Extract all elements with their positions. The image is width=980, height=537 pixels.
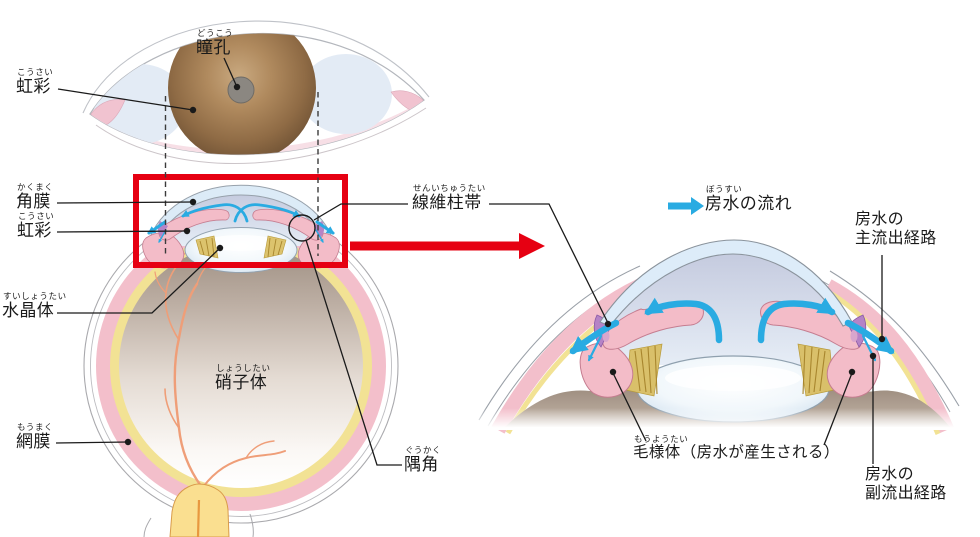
label-retina: もうまく 網膜 (16, 422, 54, 451)
label-main-outflow: 房水の 主流出経路 (855, 211, 937, 247)
leader-trabecular-right (489, 203, 609, 324)
sclera-tint-left (94, 64, 186, 144)
zoom-arrow (350, 233, 545, 259)
anterior-chamber-cs (158, 195, 324, 246)
upper-eyelid-crease (82, 20, 430, 114)
aqueous-flow-arrows-cs (147, 203, 335, 243)
leader-dots (124, 83, 886, 446)
leader-angle (305, 239, 402, 466)
optic-sheath-line-right (249, 513, 254, 537)
leader-lens (57, 247, 221, 314)
zonule-fibers (625, 343, 835, 397)
label-vitreous: しょうしたい 硝子体 (215, 363, 271, 392)
label-ciliary-body: もうようたい 毛様体（房水が産生される） (633, 434, 840, 461)
sclera-tint-right (300, 54, 392, 134)
pupil (227, 76, 255, 104)
projection-lines (164, 92, 319, 256)
central-retinal-vessel (196, 499, 201, 537)
lens-highlight (665, 365, 801, 391)
label-secondary-outflow: 房水の 副流出経路 (865, 466, 947, 502)
leader-cornea (56, 201, 194, 204)
optic-sheath-line-left (143, 517, 152, 537)
enlarged-angle-diagram (470, 239, 980, 435)
iris-cs (158, 208, 324, 241)
front-eye-inner (90, 33, 424, 155)
ciliary-body-cs (142, 232, 340, 269)
label-trabecular-meshwork: せんいちゅうたい 線維柱帯 (412, 183, 486, 212)
bottom-fade (470, 408, 980, 430)
zonules-cs (195, 235, 287, 259)
label-pupil-furigana: どうこう (197, 28, 234, 38)
sclera-outer-left (478, 265, 641, 421)
label-legend-flow: ぼうすい 房水の流れ (705, 184, 792, 213)
front-eye-illustration (82, 20, 430, 165)
label-iris-front: こうさい 虹彩 (16, 67, 54, 96)
label-iris-section: こうさい 虹彩 (17, 211, 55, 240)
label-pupil: どうこう 瞳孔 (196, 29, 233, 57)
leader-retina (55, 441, 129, 444)
leader-ciliary-right (823, 372, 853, 446)
leader-iris-front (57, 88, 194, 111)
label-angle: ぐうかく 隅角 (404, 445, 442, 474)
legend-flow-arrow (668, 197, 704, 215)
angle-annotation-circle (288, 214, 316, 242)
label-lens: すいしょうたい 水晶体 (2, 291, 67, 320)
aqueous-flow-arrows (569, 297, 895, 362)
label-pupil-text: 瞳孔 (196, 37, 231, 57)
anterior-chamber (612, 254, 848, 365)
leader-lines (55, 57, 883, 466)
leader-ciliary-left (612, 372, 647, 442)
leader-pupil (223, 57, 238, 88)
eyeball-cross-section (83, 184, 399, 537)
highlight-annotations (133, 174, 545, 268)
leader-iris-section (56, 230, 188, 233)
sclera-outer-right (829, 270, 960, 407)
lower-eyelid-crease (95, 107, 427, 165)
label-cornea: かくまく 角膜 (16, 182, 54, 211)
leader-trabecular-left (313, 203, 408, 221)
highlight-rectangle (133, 174, 348, 268)
